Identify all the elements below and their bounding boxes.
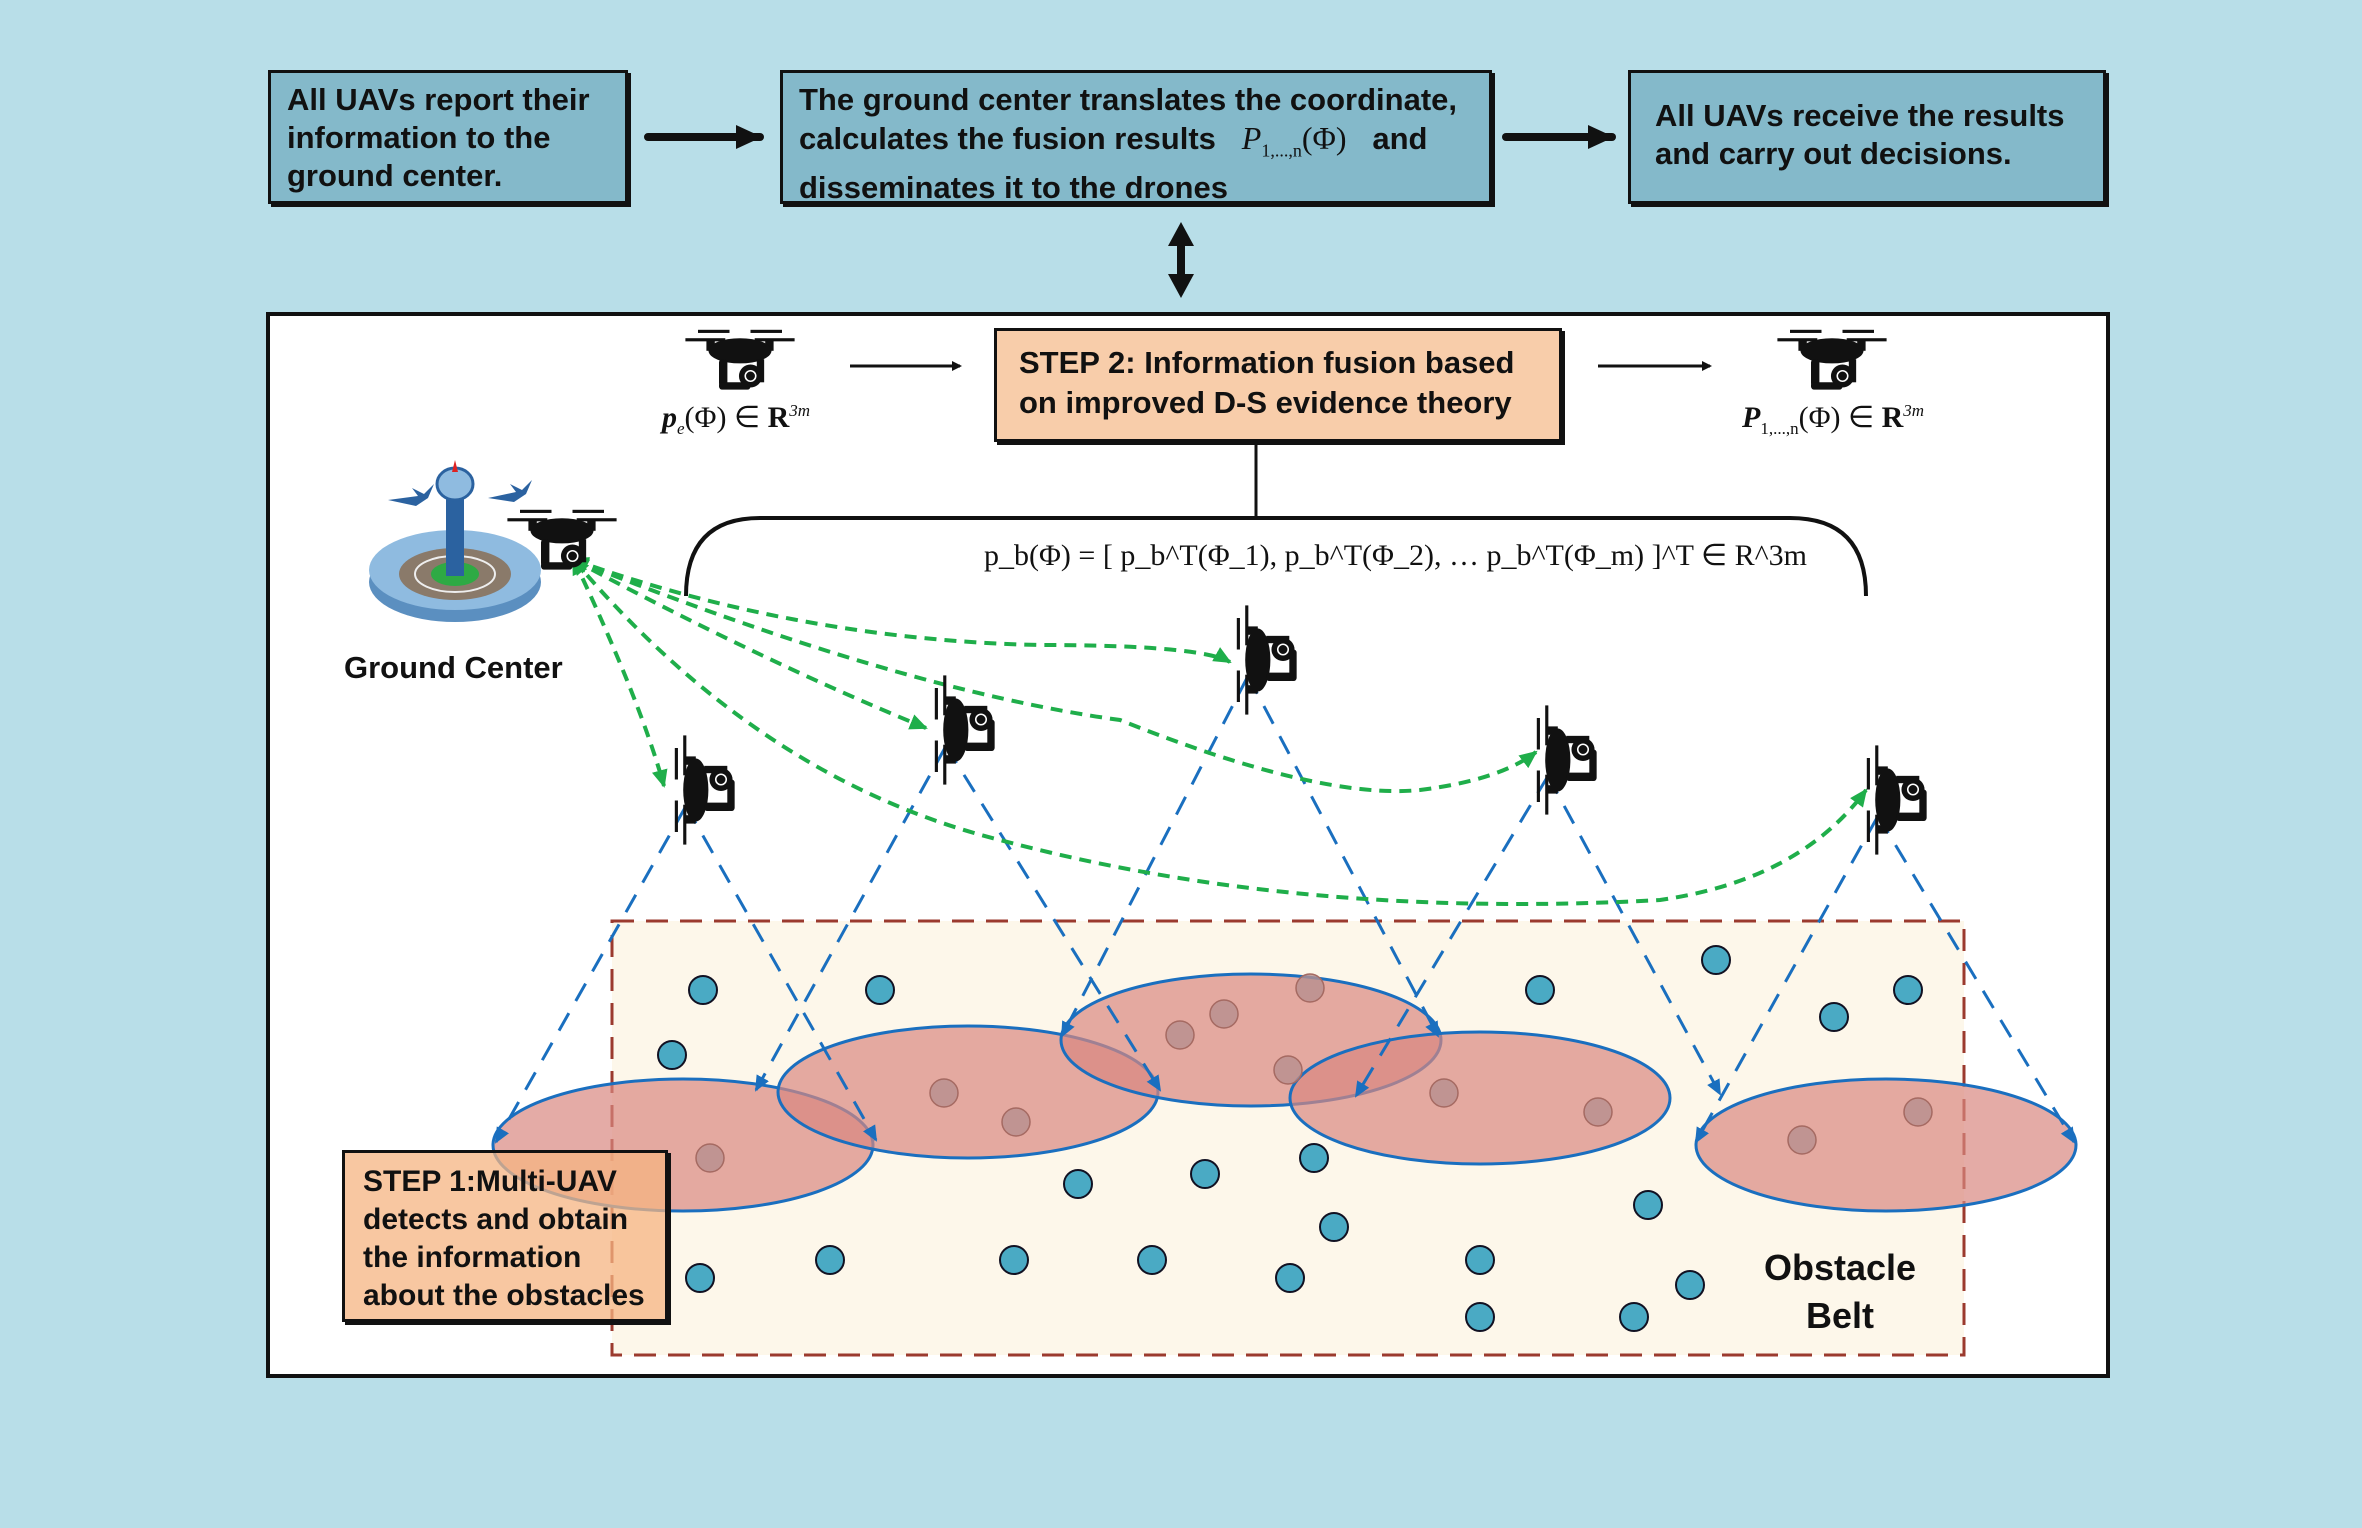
detected-obstacle [1903,1097,1933,1127]
fusion-result-P: P [1241,120,1262,156]
flow-box-decision: All UAVs receive the results and carry o… [1628,70,2106,204]
formula-P-sub: 1,...,n [1760,419,1799,438]
detected-obstacle [695,1143,725,1173]
obstacle-belt-label-line2: Belt [1805,1295,1874,1336]
obstacle [1701,945,1731,975]
step1-line3: the information [363,1241,582,1274]
step2-box: STEP 2: Information fusion based on impr… [994,328,1562,442]
comm-link [570,558,928,730]
flow-box-fusion-line3: disseminates it to the drones [799,170,1228,206]
obstacle [1675,1270,1705,1300]
obstacle [688,975,718,1005]
comm-link [571,556,1868,906]
bidirectional-arrow-icon [1168,222,1194,298]
obstacle [999,1245,1029,1275]
step1-line4: about the obstacles [363,1279,645,1312]
fusion-result-arg: (Φ) [1301,120,1347,156]
formula-P-symbol: P [1742,401,1761,434]
step2-line2: on improved D-S evidence theory [1019,385,1512,420]
flow-box-decision-line2: and carry out decisions. [1655,136,2012,171]
step2-line1: STEP 2: Information fusion based [1019,345,1515,380]
obstacle [1465,1245,1495,1275]
obstacle [1275,1263,1305,1293]
control-tower-icon [369,460,541,622]
fusion-result-sub: 1,...,n [1261,140,1302,161]
obstacle [1633,1190,1663,1220]
sensor-beam [494,805,688,1144]
obstacle [1190,1159,1220,1189]
formula-pe-arg: (Φ) ∈ [684,401,768,434]
obstacle [865,975,895,1005]
obstacle [1465,1302,1495,1332]
sensor-beam [1694,815,1880,1144]
flow-box-fusion: The ground center translates the coordin… [780,70,1492,206]
sensor-beam [684,805,878,1142]
fusion-result-symbol: P1,...,n(Φ) [1241,120,1347,160]
flow-box-fusion-line2-text: calculates the fusion results [799,121,1216,156]
formula-P-sup: 3m [1903,401,1925,420]
formula-pe: pe(Φ) ∈ R3m [662,400,810,439]
detected-obstacle [1583,1097,1613,1127]
obstacle [1619,1302,1649,1332]
detected-obstacle [1429,1078,1459,1108]
flow-box-report-line3: ground center. [287,158,503,193]
obstacle [1299,1143,1329,1173]
formula-P-arg: (Φ) ∈ [1798,401,1882,434]
obstacle [1319,1212,1349,1242]
detected-obstacle [1001,1107,1031,1137]
comm-link [570,557,1538,794]
detected-obstacle [929,1078,959,1108]
formula-P-set: R [1881,401,1904,434]
obstacle [685,1263,715,1293]
flow-box-fusion-line2: calculates the fusion results P1,...,n(Φ… [799,119,1473,169]
flow-box-report: All UAVs report their information to the… [268,70,628,204]
obstacle [1063,1169,1093,1199]
step1-line2: detects and obtain [363,1203,629,1236]
obstacle [1525,975,1555,1005]
obstacle [1893,975,1923,1005]
obstacle [1819,1002,1849,1032]
formula-pe-symbol: p [662,401,677,434]
formula-pe-set: R [767,401,790,434]
detected-obstacle [1787,1125,1817,1155]
formula-pe-sup: 3m [789,401,811,420]
flow-box-report-line1: All UAVs report their [287,82,590,117]
flow-box-report-line2: information to the [287,120,551,155]
drone-icon-uav-3 [1236,604,1298,716]
detection-area-4 [1288,1030,1672,1166]
flow-box-decision-line1: All UAVs receive the results [1655,98,2065,133]
drone-icon-uav-5 [1866,744,1928,856]
drone-icon-uav-1 [674,734,736,846]
drone-icon-output [1776,329,1888,391]
sensor-beam [1876,815,2076,1144]
step1-box: STEP 1:Multi-UAV detects and obtain the … [342,1150,668,1322]
detected-obstacle [1209,999,1239,1029]
comm-link [572,556,668,788]
formula-pb: p_b(Φ) = [ p_b^T(Φ_1), p_b^T(Φ_2), … p_b… [984,539,1807,572]
detected-obstacle [1165,1020,1195,1050]
flow-box-fusion-line1: The ground center translates the coordin… [799,82,1458,117]
sensor-beam [1546,775,1722,1096]
step1-line1: STEP 1:Multi-UAV [363,1165,617,1198]
drone-icon-uav-4 [1536,704,1598,816]
brace [684,516,1868,597]
obstacle-belt-label-line1: Obstacle [1763,1247,1917,1288]
ground-center-label: Ground Center [344,650,563,685]
obstacle [657,1040,687,1070]
drone-icon-input [684,329,796,391]
detection-area-5 [1694,1077,2078,1213]
formula-P: P1,...,n(Φ) ∈ R3m [1742,400,1924,439]
sensor-beam [1354,775,1550,1098]
detected-obstacle [1295,973,1325,1003]
detected-obstacle [1273,1055,1303,1085]
drone-icon-uav-2 [934,674,996,786]
obstacle [1137,1245,1167,1275]
formula-pe-sub: e [677,419,685,438]
obstacle [815,1245,845,1275]
flow-box-fusion-and: and [1372,121,1428,156]
obstacle-belt-label: Obstacle Belt [1754,1244,1926,1340]
